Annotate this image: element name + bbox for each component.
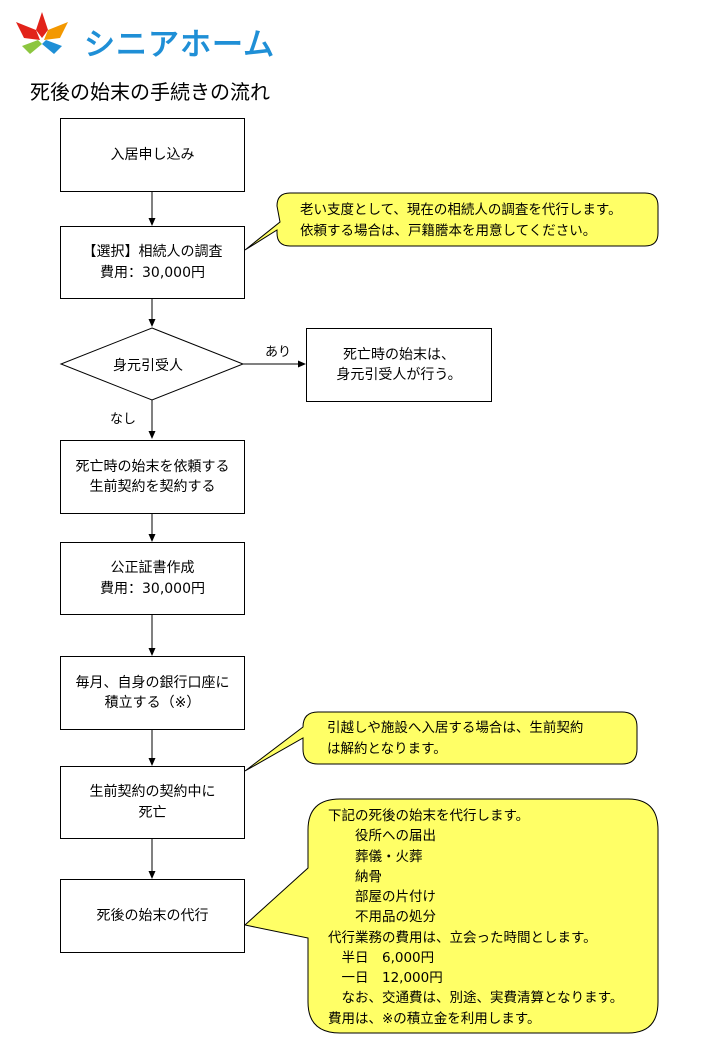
branch-yes-label: あり (265, 345, 292, 360)
step-heir-investigation: 【選択】相続人の調査 費用：30,000円 (60, 226, 245, 299)
callout-2-text: 引越しや施設へ入居する場合は、生前契約 は解約となります。 (327, 720, 584, 757)
callout-3-text: 下記の死後の始末を代行します。 役所への届出 葬儀・火葬 納骨 部屋の片付け 不… (328, 808, 624, 1027)
step-notarized-deed: 公正証書作成 費用：30,000円 (60, 542, 245, 615)
step-posthumous-service: 死後の始末の代行 (60, 879, 245, 953)
callout-1-text: 老い支度として、現在の相続人の調査を代行します。 依頼する場合は、戸籍謄本を用意… (300, 202, 622, 239)
branch-no-label: なし (110, 412, 137, 427)
brand-name: シニアホーム (84, 27, 276, 63)
step-monthly-saving: 毎月、自身の銀行口座に 積立する（※） (60, 656, 245, 730)
callout-bubble-2 (244, 711, 638, 772)
decision-label: 身元引受人 (113, 358, 183, 374)
step-application: 入居申し込み (60, 118, 245, 192)
step-death-during-contract: 生前契約の契約中に 死亡 (60, 766, 245, 839)
step-pre-need-contract: 死亡時の始末を依頼する 生前契約を契約する (60, 440, 245, 514)
decision-diamond (59, 327, 245, 401)
page-title: 死後の始末の手続きの流れ (30, 80, 270, 104)
maple-leaf-icon (16, 12, 68, 54)
callout-bubble-1 (244, 192, 659, 251)
callout-bubble-3 (243, 798, 659, 1034)
brand-logo: シニアホーム (12, 8, 302, 63)
step-guarantor-handles: 死亡時の始末は、 身元引受人が行う。 (306, 328, 492, 402)
